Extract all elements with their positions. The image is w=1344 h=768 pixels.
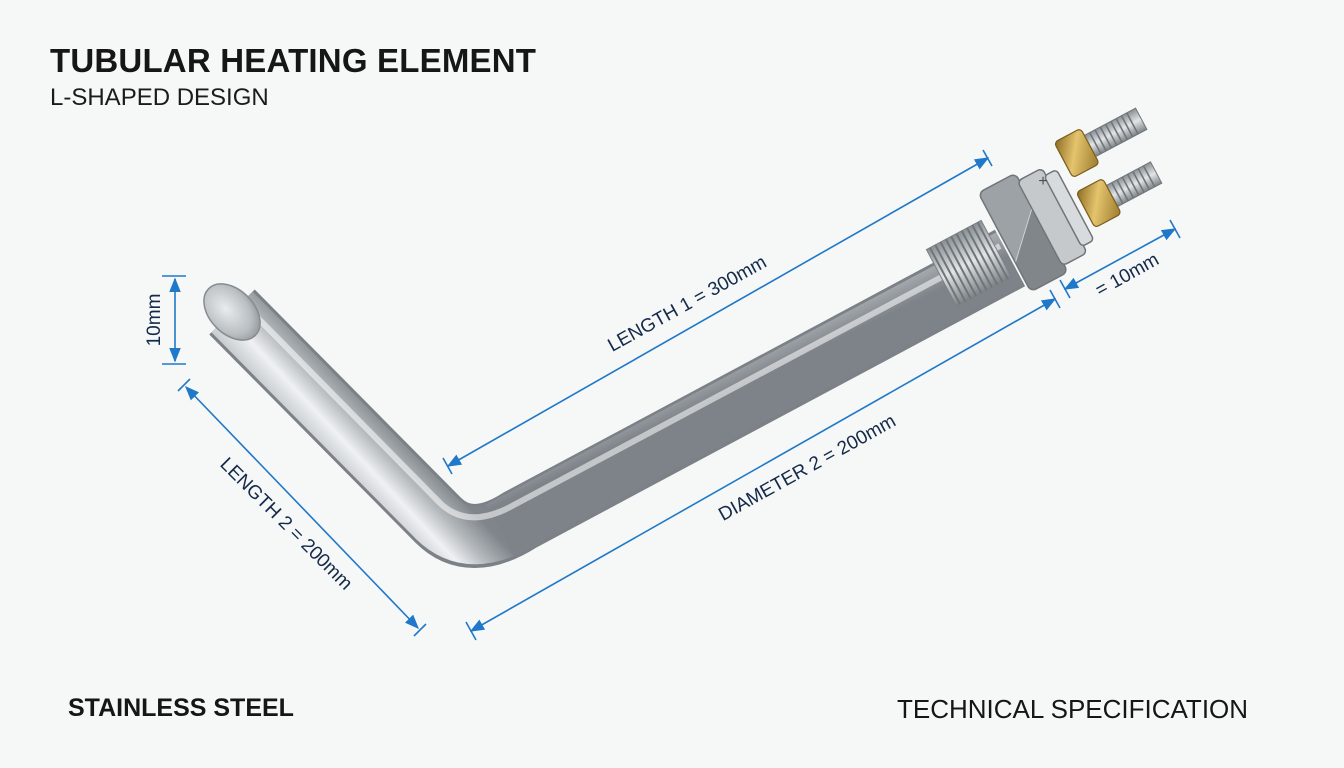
- dimension-diameter-2: [465, 289, 1061, 641]
- label-tube-diameter: 10mm: [144, 294, 165, 347]
- terminal-lower: [1076, 161, 1163, 227]
- polarity-mark: +: [1038, 173, 1047, 190]
- material-label: STAINLESS STEEL: [68, 694, 294, 722]
- dimension-length-2: [177, 378, 427, 637]
- brass-nut: [1076, 179, 1121, 227]
- heating-tube: [203, 229, 1026, 568]
- spec-label: TECHNICAL SPECIFICATION: [897, 694, 1249, 724]
- label-terminal-length: = 10mm: [1092, 249, 1163, 301]
- dimension-terminal-length: [1059, 219, 1181, 299]
- label-length-2: LENGTH 2 = 200mm: [216, 454, 357, 595]
- tube-end-cap: [203, 283, 261, 341]
- dimension-tube-diameter: [162, 275, 186, 365]
- terminal-upper: [1054, 107, 1148, 177]
- diagram-title: TUBULAR HEATING ELEMENT: [50, 42, 537, 79]
- diagram-subtitle: L-SHAPED DESIGN: [50, 84, 269, 111]
- brass-nut: [1054, 129, 1099, 177]
- label-length-1: LENGTH 1 = 300mm: [604, 252, 770, 357]
